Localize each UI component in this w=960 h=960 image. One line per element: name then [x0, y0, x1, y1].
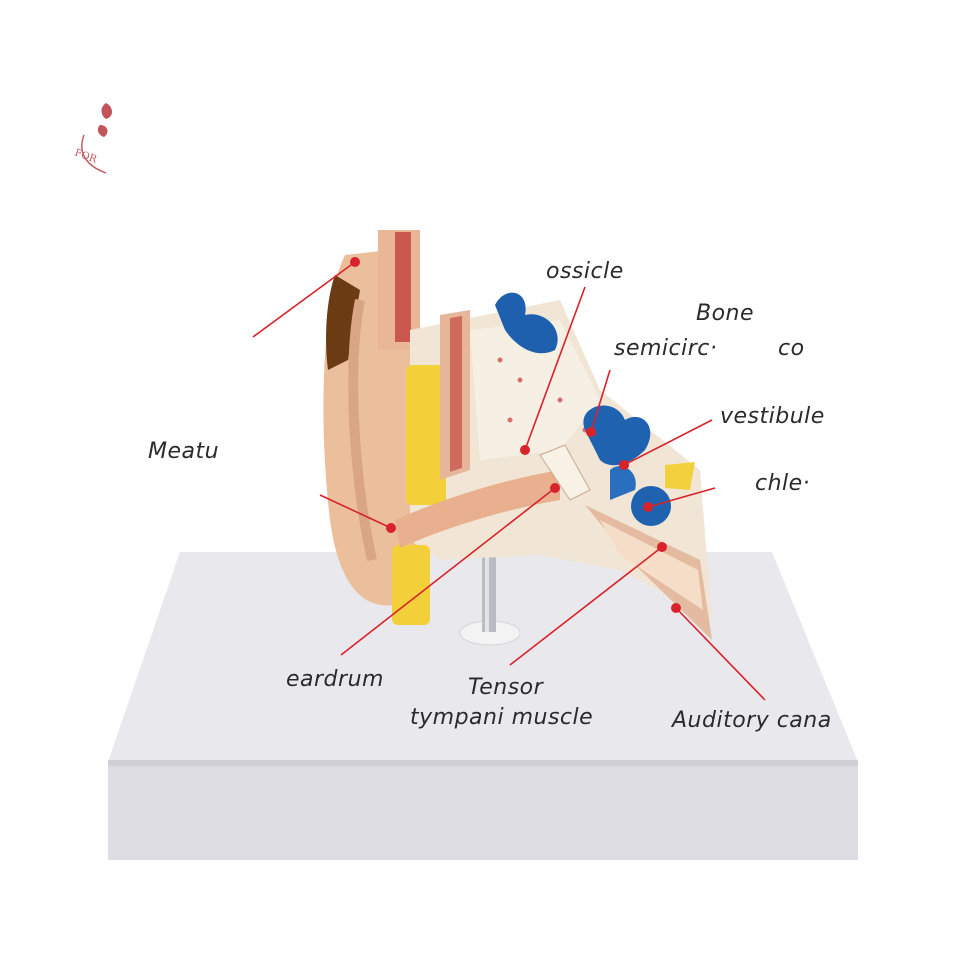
leaf-icon: FOR: [73, 103, 112, 174]
brand-logo: FOR: [70, 95, 130, 185]
label-auditory-canal: Auditory cana: [672, 708, 832, 733]
label-tensor-line2: tympani muscle: [410, 705, 594, 730]
display-base: [108, 552, 858, 860]
label-bone: Bone: [696, 301, 755, 326]
label-vestibule: vestibule: [720, 404, 825, 429]
label-semicircular: semicirc·: [614, 336, 718, 361]
label-cochlea: chle·: [755, 471, 811, 496]
label-ossicle: ossicle: [546, 259, 624, 284]
outer-ear: [323, 230, 420, 606]
leader-lines: [252, 261, 766, 701]
stand-pole: [459, 548, 521, 646]
label-tensor-line1: Tensor: [468, 675, 544, 700]
section-body: [350, 257, 712, 640]
label-meatus: Meatu: [148, 439, 220, 464]
label-co: co: [778, 336, 805, 361]
logo-text: FOR: [73, 147, 99, 165]
label-eardrum: eardrum: [286, 667, 384, 692]
